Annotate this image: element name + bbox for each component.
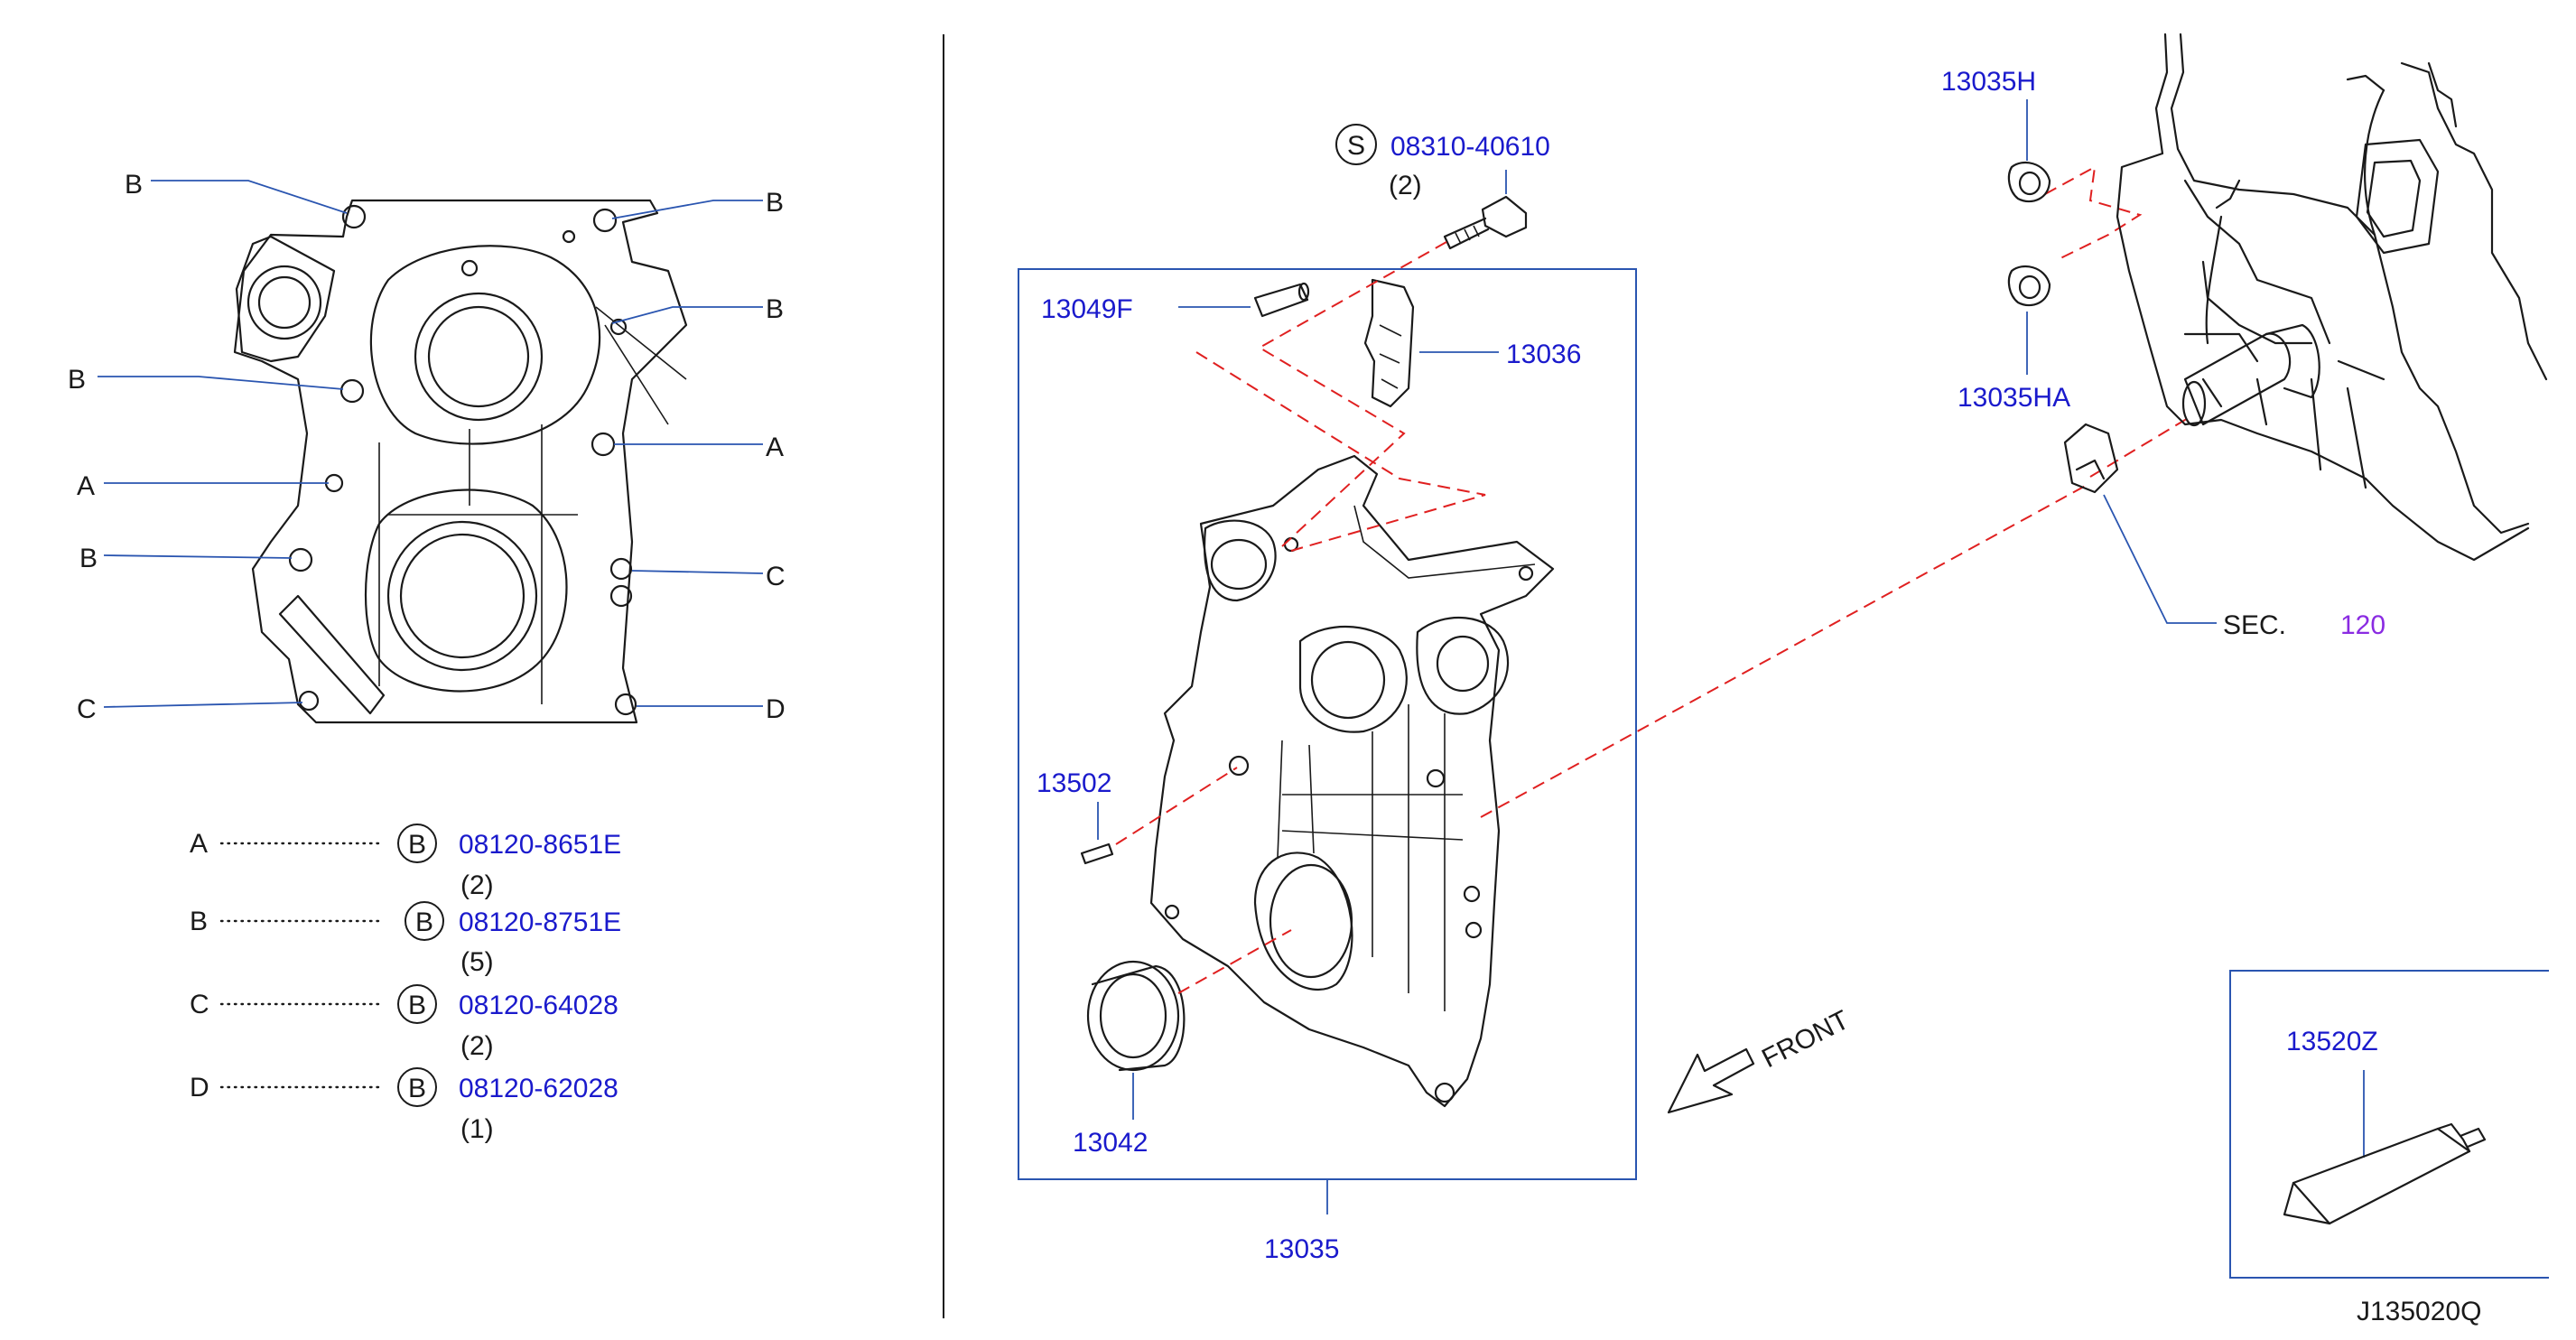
- front-arrow: FRONT: [1667, 1005, 1854, 1114]
- legend-quantity: (5): [460, 947, 494, 977]
- part-13520z-box: 13520Z: [2229, 970, 2549, 1279]
- bolt-symbol-icon: [397, 1067, 437, 1107]
- legend-part-number[interactable]: 08120-8751E: [459, 907, 621, 937]
- part-13049f[interactable]: 13049F: [1041, 294, 1133, 324]
- overview-letter-labels: B B B B A A B C C D: [68, 170, 786, 724]
- front-label: FRONT: [1757, 1005, 1854, 1074]
- section-label: SEC.: [2223, 610, 2286, 640]
- part-13035ha[interactable]: 13035HA: [1958, 383, 2070, 413]
- bolt-symbol-icon: [397, 824, 437, 863]
- legend-quantity: (2): [460, 870, 494, 900]
- bolt-symbol-icon: [405, 901, 444, 941]
- legend-row-b: B B 08120-8751E (5): [190, 901, 621, 977]
- part-13035h-group: 13035H: [1941, 67, 2051, 203]
- part-13036[interactable]: 13036: [1506, 340, 1581, 369]
- part-13035ha-group: 13035HA: [1958, 265, 2070, 413]
- part-13502[interactable]: 13502: [1037, 768, 1111, 798]
- section-number-120[interactable]: 120: [2340, 610, 2385, 640]
- overview-label-a1: A: [766, 433, 784, 462]
- legend-row-c: C B 08120-64028 (2): [190, 984, 618, 1061]
- legend-symbol: B: [408, 991, 426, 1020]
- bolt-symbol-icon: [397, 984, 437, 1024]
- overview-label-a2: A: [77, 471, 95, 501]
- legend-part-number[interactable]: 08120-8651E: [459, 830, 621, 860]
- timing-cover-13035: [1149, 454, 1555, 1108]
- part-13049f-group: 13049F: [1041, 282, 1310, 324]
- part-13035h[interactable]: 13035H: [1941, 67, 2036, 97]
- legend-quantity: (2): [460, 1031, 494, 1061]
- legend-symbol: B: [408, 830, 426, 860]
- bolt-08310-40610: S 08310-40610 (2): [1335, 124, 1550, 250]
- bolt-legend: A B 08120-8651E (2) B B 08120-8751E (5) …: [190, 824, 621, 1144]
- bolt-symbol-icon: [1335, 124, 1377, 165]
- crankshaft-sec120: SEC. 120: [2063, 323, 2385, 640]
- legend-letter: C: [190, 990, 209, 1019]
- part-13502-group: 13502: [1037, 768, 1114, 865]
- engine-block-drawing: [2116, 33, 2548, 562]
- part-13520z[interactable]: 13520Z: [2286, 1027, 2378, 1056]
- legend-quantity: (1): [460, 1114, 494, 1144]
- legend-row-d: D B 08120-62028 (1): [190, 1067, 618, 1144]
- overview-label-d1: D: [766, 694, 786, 724]
- overview-label-b3: B: [766, 294, 784, 324]
- legend-symbol: B: [415, 907, 433, 937]
- overview-leaders: [98, 180, 764, 708]
- diagram-id: J135020Q: [2357, 1297, 2481, 1326]
- overview-label-b1: B: [125, 170, 143, 200]
- legend-row-a: A B 08120-8651E (2): [190, 824, 621, 900]
- part-13036-group: 13036: [1363, 278, 1581, 408]
- legend-letter: D: [190, 1073, 209, 1103]
- legend-letter: B: [190, 907, 208, 936]
- overview-label-c2: C: [77, 694, 97, 724]
- legend-part-number[interactable]: 08120-64028: [459, 991, 618, 1020]
- part-13042-group: 13042: [1073, 960, 1186, 1158]
- part-13042[interactable]: 13042: [1073, 1128, 1148, 1158]
- part-08310-40610[interactable]: 08310-40610: [1390, 132, 1550, 162]
- overview-label-b5: B: [79, 544, 98, 573]
- bolt-quantity: (2): [1389, 171, 1422, 200]
- overview-label-b2: B: [766, 188, 784, 218]
- legend-symbol: B: [408, 1074, 426, 1103]
- bolt-symbol-letter: S: [1347, 131, 1365, 161]
- overview-label-b4: B: [68, 365, 86, 395]
- overview-cover-drawing: [233, 199, 688, 724]
- assembly-guide-lines: [1115, 165, 2190, 994]
- assembly-box-13035: [1018, 268, 1637, 1180]
- legend-letter: A: [190, 829, 208, 859]
- legend-part-number[interactable]: 08120-62028: [459, 1074, 618, 1103]
- part-13035[interactable]: 13035: [1264, 1234, 1339, 1264]
- overview-label-c1: C: [766, 562, 786, 591]
